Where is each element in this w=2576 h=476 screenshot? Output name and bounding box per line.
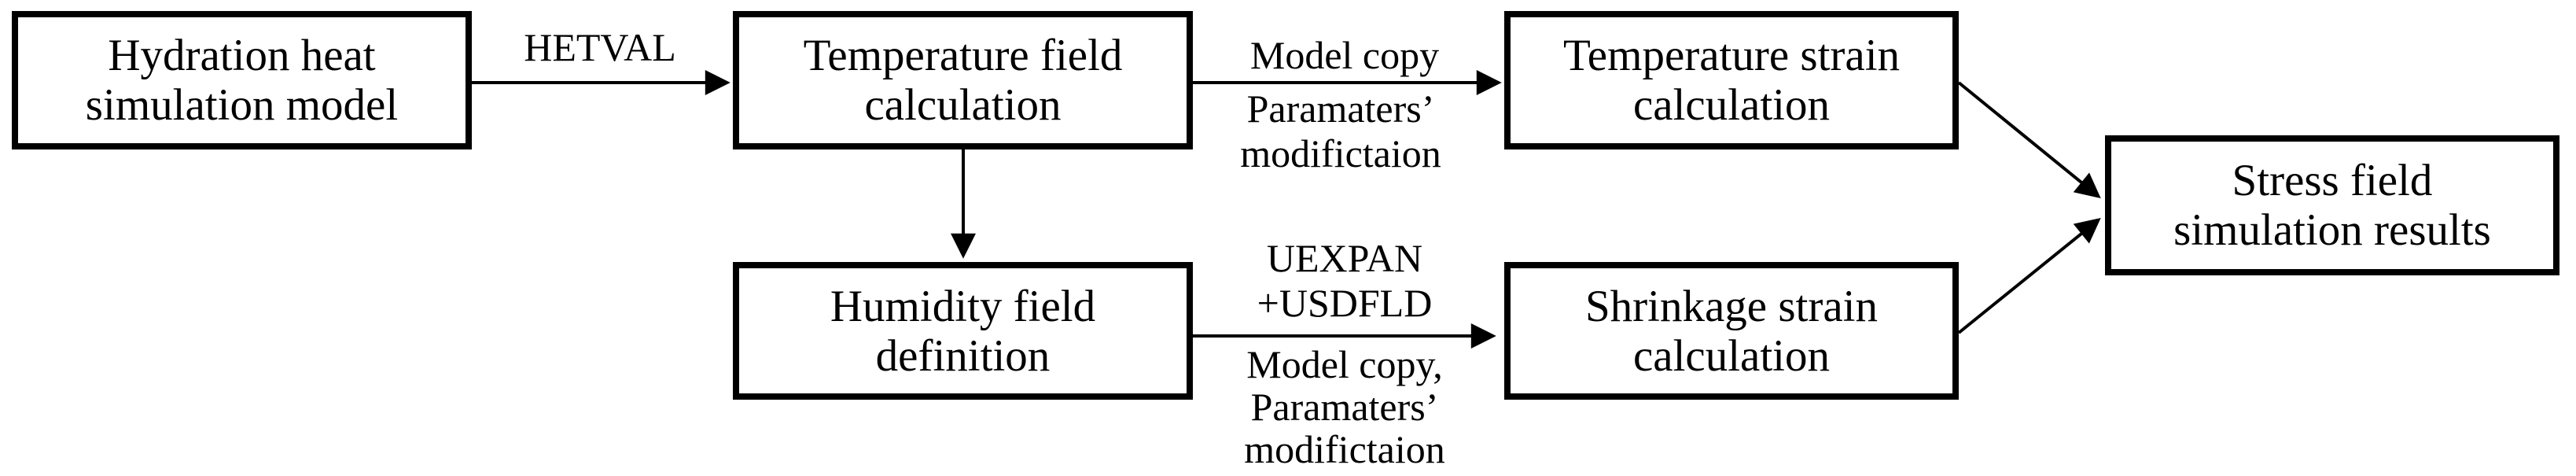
arrow-temp-strain-to-stress: [1957, 81, 2101, 199]
box-temperature-strain-calculation: Temperature strain calculation: [1504, 11, 1959, 149]
edge-label-uexpan-usdfld: UEXPAN +USDFLD: [1257, 236, 1433, 325]
box-label: Temperature strain calculation: [1562, 31, 1901, 130]
box-label: Stress field simulation results: [2173, 156, 2491, 255]
edge-label-model-copy-paramaters-modification: Model copy, Paramaters’ modifictaion: [1244, 342, 1445, 471]
arrow-shrinkage-to-stress: [1957, 217, 2101, 334]
box-humidity-field-definition: Humidity field definition: [733, 262, 1193, 400]
box-stress-field-simulation-results: Stress field simulation results: [2105, 135, 2559, 275]
box-label: Humidity field definition: [830, 281, 1096, 381]
box-label: Hydration heat simulation model: [85, 31, 399, 130]
box-label: Temperature field calculation: [803, 31, 1123, 130]
edge-label-paramaters-modification: Paramaters’ modifictaion: [1240, 87, 1441, 175]
box-label: Shrinkage strain calculation: [1584, 281, 1878, 381]
edge-label-model-copy: Model copy: [1249, 33, 1440, 77]
box-shrinkage-strain-calculation: Shrinkage strain calculation: [1504, 262, 1959, 400]
edge-label-hetval: HETVAL: [524, 25, 676, 69]
box-hydration-heat-simulation-model: Hydration heat simulation model: [12, 11, 472, 149]
box-temperature-field-calculation: Temperature field calculation: [733, 11, 1193, 149]
